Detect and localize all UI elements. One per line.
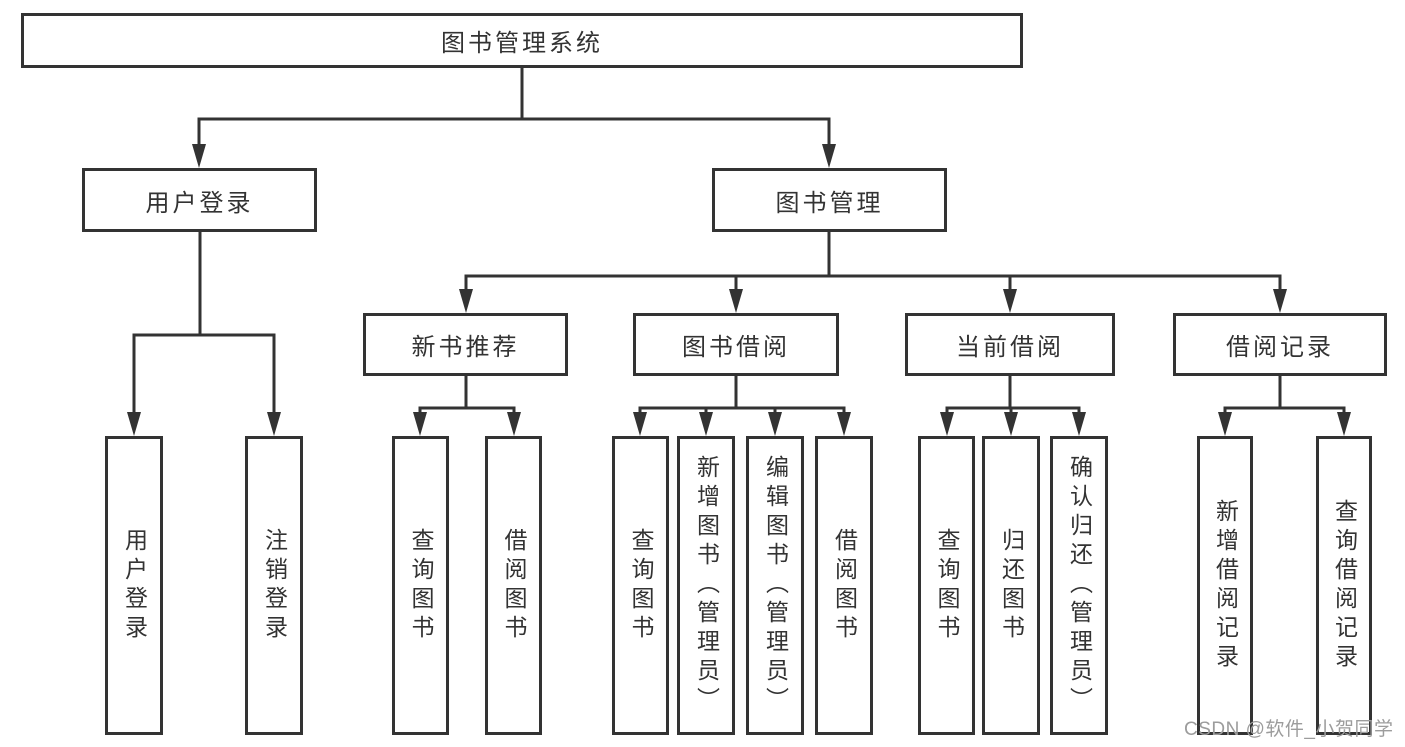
leaf-user-login: 用户登录 bbox=[105, 436, 163, 735]
branch-current-borrow bbox=[940, 375, 1086, 436]
leaf-return-book: 归还图书 bbox=[982, 436, 1040, 735]
branch-root bbox=[192, 68, 836, 168]
node-root-system: 图书管理系统 bbox=[21, 13, 1023, 68]
node-book-borrow: 图书借阅 bbox=[633, 313, 839, 376]
node-borrow-record: 借阅记录 bbox=[1173, 313, 1387, 376]
node-current-borrow: 当前借阅 bbox=[905, 313, 1115, 376]
leaf-query-book-3: 查询图书 bbox=[918, 436, 975, 735]
leaf-borrow-book-1: 借阅图书 bbox=[485, 436, 542, 735]
leaf-query-borrow-record: 查询借阅记录 bbox=[1316, 436, 1372, 735]
leaf-edit-book-admin: 编辑图书（管理员） bbox=[746, 436, 804, 735]
node-book-management-module: 图书管理 bbox=[712, 168, 947, 232]
node-new-book-recommend: 新书推荐 bbox=[363, 313, 568, 376]
leaf-logout: 注销登录 bbox=[245, 436, 303, 735]
leaf-add-book-admin: 新增图书（管理员） bbox=[677, 436, 735, 735]
leaf-confirm-return-admin: 确认归还（管理员） bbox=[1050, 436, 1108, 735]
branch-user-login bbox=[127, 231, 281, 436]
leaf-query-book-2: 查询图书 bbox=[612, 436, 669, 735]
node-user-login-module: 用户登录 bbox=[82, 168, 317, 232]
branch-book-management bbox=[459, 231, 1287, 313]
csdn-watermark: CSDN @软件_小贺同学 bbox=[1184, 719, 1394, 740]
leaf-query-book-1: 查询图书 bbox=[392, 436, 449, 735]
leaf-borrow-book-2: 借阅图书 bbox=[815, 436, 873, 735]
branch-borrow-record bbox=[1218, 375, 1351, 436]
branch-book-borrow bbox=[633, 375, 851, 436]
branch-new-book-recommend bbox=[413, 375, 521, 436]
leaf-add-borrow-record: 新增借阅记录 bbox=[1197, 436, 1253, 735]
